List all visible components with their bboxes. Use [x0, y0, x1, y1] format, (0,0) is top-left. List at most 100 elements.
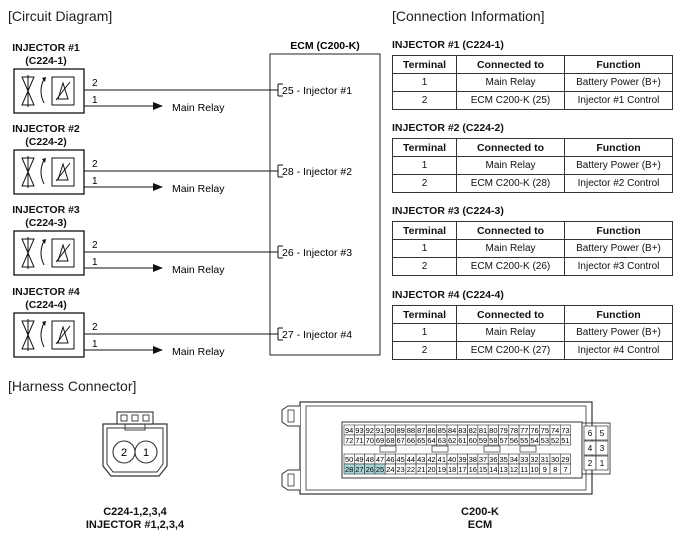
ecm-pin-label: 66: [407, 436, 415, 445]
ecm-pin-label: 31: [541, 455, 549, 464]
harness-connector-title: [Harness Connector]: [8, 378, 137, 394]
table-cell: Injector #2 Control: [564, 174, 673, 193]
table-cell: ECM C200-K (27): [456, 341, 565, 360]
injector-title-3: INJECTOR #3(C224-3): [12, 204, 80, 230]
injector-name: INJECTOR #3: [12, 204, 80, 216]
injector-name: INJECTOR #1: [12, 42, 80, 54]
ecm-pin-5: [595, 425, 609, 441]
injector-title-4: INJECTOR #4(C224-4): [12, 286, 80, 312]
ecm-pin-label: 69: [376, 436, 384, 445]
ecm-pin-label: 5: [600, 429, 605, 438]
ecm-pin-label: 55: [520, 436, 528, 445]
ecm-terminal-label: 25 - Injector #1: [282, 85, 352, 97]
pin-1-label: 1: [92, 176, 98, 187]
ecm-pin-label: 15: [479, 465, 487, 474]
main-relay-label: Main Relay: [172, 102, 225, 114]
ecm-pin-label: 93: [355, 426, 363, 435]
ecm-pin-label: 45: [396, 455, 404, 464]
injector-code: (C224-3): [25, 217, 67, 229]
injector-connector-label: C224-1,2,3,4 INJECTOR #1,2,3,4: [60, 506, 210, 532]
ecm-pin-label: 77: [520, 426, 528, 435]
ecm-pin-label: 10: [530, 465, 538, 474]
ecm-pin-label: 16: [469, 465, 477, 474]
table-heading-1: INJECTOR #1 (C224-1): [392, 39, 504, 51]
ecm-pin-label: 94: [345, 426, 353, 435]
ecm-pin-label: 46: [386, 455, 394, 464]
ecm-pin-label: 62: [448, 436, 456, 445]
ecm-pin-label: 57: [499, 436, 507, 445]
ecm-pin-label: 43: [417, 455, 425, 464]
table-header: Terminal: [392, 221, 457, 240]
pin-2-label: 2: [92, 322, 98, 333]
table-cell: ECM C200-K (28): [456, 174, 565, 193]
ecm-pin-label: 7: [563, 465, 567, 474]
ecm-pin-label: 75: [541, 426, 549, 435]
table-cell: 1: [392, 73, 457, 92]
ecm-pin-label: 33: [520, 455, 528, 464]
injector-connector: 2 1: [102, 411, 168, 477]
ecm-pin-label: 30: [551, 455, 559, 464]
ecm-pin-7: [559, 463, 571, 475]
ecm-pin-label: 41: [438, 455, 446, 464]
ecm-pin-label: 51: [561, 436, 569, 445]
ecm-pin-label: 63: [438, 436, 446, 445]
table-header: Terminal: [392, 138, 457, 157]
ecm-pin-label: 73: [561, 426, 569, 435]
table-header: Connected to: [456, 305, 565, 324]
table-header: Connected to: [456, 221, 565, 240]
table-heading-3: INJECTOR #3 (C224-3): [392, 205, 504, 217]
table-cell: Injector #4 Control: [564, 341, 673, 360]
table-cell: Main Relay: [456, 239, 565, 258]
injector-title-2: INJECTOR #2(C224-2): [12, 123, 80, 149]
table-header: Function: [564, 138, 673, 157]
ecm-pin-label: 9: [543, 465, 547, 474]
ecm-pin-label: 39: [458, 455, 466, 464]
circuit-diagram-title: [Circuit Diagram]: [8, 8, 113, 24]
ecm-pin-label: 89: [396, 426, 404, 435]
injector-code: (C224-4): [25, 299, 67, 311]
ecm-pin-label: 86: [427, 426, 435, 435]
table-cell: 1: [392, 323, 457, 342]
ecm-pin-label: 47: [376, 455, 384, 464]
table-cell: ECM C200-K (25): [456, 91, 565, 110]
ecm-pin-label: 2: [588, 459, 593, 468]
table-cell: 2: [392, 91, 457, 110]
ecm-terminal-label: 26 - Injector #3: [282, 247, 352, 259]
pin-2-label: 2: [92, 159, 98, 170]
table-header: Terminal: [392, 55, 457, 74]
pin-label-2: 2: [121, 447, 127, 459]
ecm-pin-label: 44: [407, 455, 415, 464]
ecm-pin-label: 4: [588, 444, 593, 453]
ecm-pin-label: 79: [499, 426, 507, 435]
connection-info-title: [Connection Information]: [392, 8, 545, 24]
ecm-pin-label: 84: [448, 426, 456, 435]
table-cell: ECM C200-K (26): [456, 257, 565, 276]
ecm-pin-label: 76: [530, 426, 538, 435]
table-cell: Main Relay: [456, 73, 565, 92]
table-heading-4: INJECTOR #4 (C224-4): [392, 289, 504, 301]
ecm-terminal-label: 27 - Injector #4: [282, 329, 352, 341]
table-cell: Battery Power (B+): [564, 323, 673, 342]
ecm-pin-label: 67: [396, 436, 404, 445]
ecm-pin-label: 23: [396, 465, 404, 474]
ecm-pin-label: 19: [438, 465, 446, 474]
ecm-pin-label: 56: [510, 436, 518, 445]
ecm-pin-label: 49: [355, 455, 363, 464]
ecm-pin-label: 85: [438, 426, 446, 435]
ecm-pin-label: 70: [366, 436, 374, 445]
pin-2-label: 2: [92, 78, 98, 89]
table-header: Function: [564, 305, 673, 324]
ecm-pin-label: 8: [553, 465, 557, 474]
injector-code: (C224-2): [25, 136, 67, 148]
